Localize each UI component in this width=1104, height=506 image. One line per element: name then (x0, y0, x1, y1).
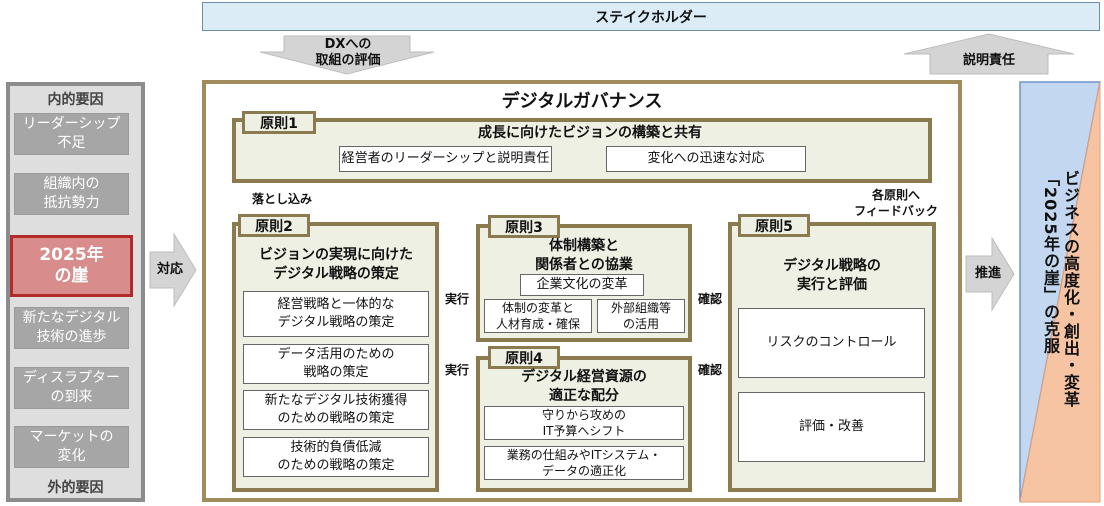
principle1-item-agility: 変化への迅速な対応 (606, 146, 806, 172)
cliff-2025-box: 2025年の崖 (10, 235, 133, 297)
drop-down-label: 落とし込み (251, 192, 312, 206)
principle2-item-3: 新たなデジタル技術獲得のための戦略の策定 (243, 390, 429, 430)
response-arrow (149, 232, 197, 308)
principle4-heading: デジタル経営資源の適正な配分 (521, 369, 647, 404)
principle2-item-2: データ活用のための戦略の策定 (243, 344, 429, 384)
principle3-culture: 企業文化の変革 (520, 274, 644, 296)
internal-factor-resistance: 組織内の抵抗勢力 (14, 173, 129, 215)
external-factor-disruptor: ディスラプターの到来 (14, 367, 129, 409)
promote-label: 推進 (974, 266, 1001, 281)
external-factor-market: マーケットの変化 (14, 426, 129, 468)
principle3-item-talent: 体制の変革と人材育成・確保 (484, 299, 592, 333)
external-factor-new-tech: 新たなデジタル技術の進歩 (14, 307, 129, 349)
principle5-heading: デジタル戦略の実行と評価 (783, 258, 881, 293)
principle4-tag: 原則4 (488, 346, 560, 369)
principle2-heading: ビジョンの実現に向けたデジタル戦略の策定 (259, 247, 413, 282)
principle3-tag: 原則3 (488, 215, 560, 238)
confirm-label-1: 確認 (697, 292, 722, 306)
principle1-heading: 成長に向けたビジョンの構築と共有 (478, 124, 702, 141)
principle3-heading: 体制構築と関係者との協業 (535, 238, 633, 273)
internal-factors-title: 内的要因 (47, 92, 104, 108)
accountability-arrow (903, 33, 1075, 75)
principle5-item-risk: リスクのコントロール (738, 308, 925, 378)
dx-evaluation-label: DXへの 取組の評価 (315, 37, 381, 68)
internal-factor-leadership: リーダーシップ不足 (14, 113, 129, 155)
principle1-item-leadership: 経営者のリーダーシップと説明責任 (339, 146, 552, 172)
principle1-tag: 原則1 (242, 111, 316, 134)
principle2-tag: 原則2 (238, 214, 310, 237)
promote-arrow (965, 236, 1015, 312)
response-label: 対応 (156, 262, 183, 277)
principle5-item-evaluation: 評価・改善 (738, 392, 925, 462)
accountability-label: 説明責任 (962, 53, 1015, 68)
confirm-label-2: 確認 (697, 363, 722, 377)
business-outcome-peach (1019, 81, 1101, 503)
external-factors-title: 外的要因 (47, 480, 104, 496)
governance-title: デジタルガバナンス (501, 91, 663, 112)
principle2-item-4: 技術的負債低減のための戦略の策定 (243, 437, 429, 477)
execute-label-2: 実行 (444, 363, 469, 377)
stakeholder-bar: ステイクホルダー (202, 2, 1100, 31)
principle3-item-external: 外部組織等の活用 (597, 299, 685, 333)
dx-evaluation-arrow (259, 35, 435, 75)
execute-label-1: 実行 (444, 292, 469, 306)
business-outcome-label: ビジネスの高度化・創出・変革 「2025年の崖」の克服 (1041, 170, 1080, 408)
principle5-tag: 原則5 (738, 214, 810, 237)
feedback-label: 各原則へフィードバック (854, 188, 938, 218)
principle2-item-1: 経営戦略と一体的なデジタル戦略の策定 (243, 291, 429, 337)
principle4-item-systems: 業務の仕組みやITシステム・データの適正化 (484, 446, 684, 480)
